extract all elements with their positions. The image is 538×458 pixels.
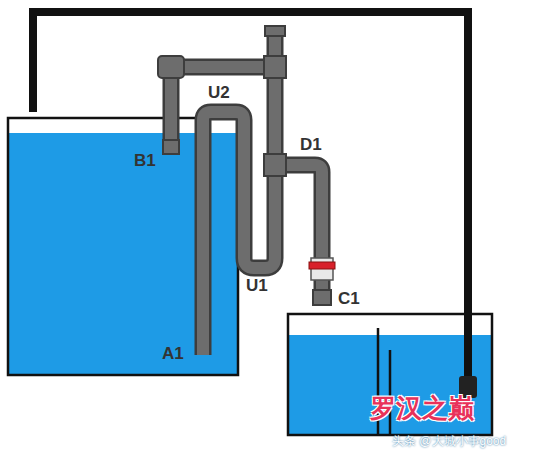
tee-fitting <box>264 154 286 176</box>
return-pipe <box>33 12 468 378</box>
pipe-end <box>163 140 179 154</box>
union-ring <box>309 262 335 269</box>
baffle <box>389 350 392 435</box>
pipe-end <box>313 290 331 305</box>
pipe-label: U2 <box>208 84 230 101</box>
pipe-label: U1 <box>246 277 268 294</box>
pipe-label: B1 <box>134 152 156 169</box>
right-tank <box>288 314 492 435</box>
vent-cap <box>265 26 285 36</box>
logo-watermark: 罗汉之巅 <box>370 395 474 421</box>
pipe-label: A1 <box>162 345 184 362</box>
text-watermark: 头条 @大城小事good <box>392 435 506 447</box>
pipe-label: D1 <box>300 136 322 153</box>
right-tank-water <box>288 335 492 435</box>
pipe-label: C1 <box>338 290 360 307</box>
siphon-pipe <box>171 36 322 355</box>
elbow-fitting <box>158 56 184 78</box>
tee-fitting <box>264 56 286 78</box>
